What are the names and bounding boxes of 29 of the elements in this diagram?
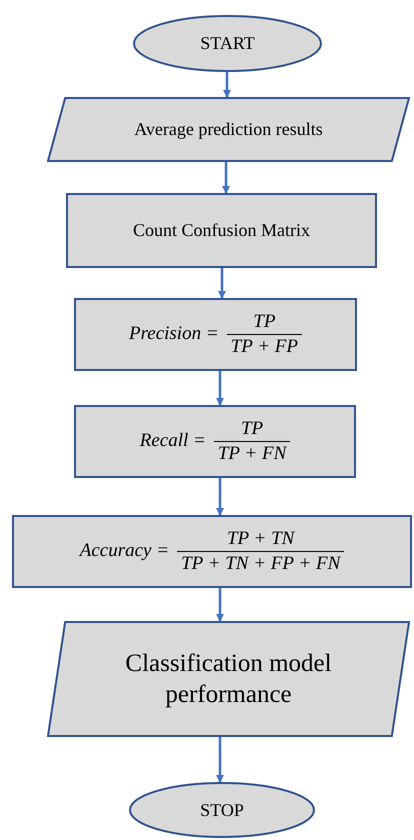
numerator: TP [240,417,264,441]
arrow [222,162,230,194]
denominator: TP + FP [230,335,300,359]
process-box [66,193,377,268]
process-box [74,298,357,371]
numerator: TP + TN [226,527,296,551]
numerator: TP [252,310,276,334]
arrow [223,72,231,98]
arrow [216,371,224,406]
formula-label: Recall = [140,429,206,454]
denominator: TP + TN + FP + FN [180,552,342,576]
denominator: TP + FN [216,442,288,466]
node-label: STOP [199,798,245,822]
formula-label: Precision = [128,322,219,346]
formula-label: Accuracy = [80,539,170,564]
node-label: Average prediction results [133,118,324,141]
io-parallelogram [47,621,410,737]
arrow [216,737,224,783]
terminal-ellipse [129,782,315,838]
arrow [216,588,224,622]
terminal-ellipse [133,15,322,72]
arrow [216,478,224,516]
process-box [12,515,412,588]
node-label: Classification model performance [124,648,333,710]
process-box [74,405,356,478]
node-label: START [199,32,256,55]
arrow [218,268,226,299]
node-label: Count Confusion Matrix [132,219,311,242]
io-parallelogram [47,97,410,162]
